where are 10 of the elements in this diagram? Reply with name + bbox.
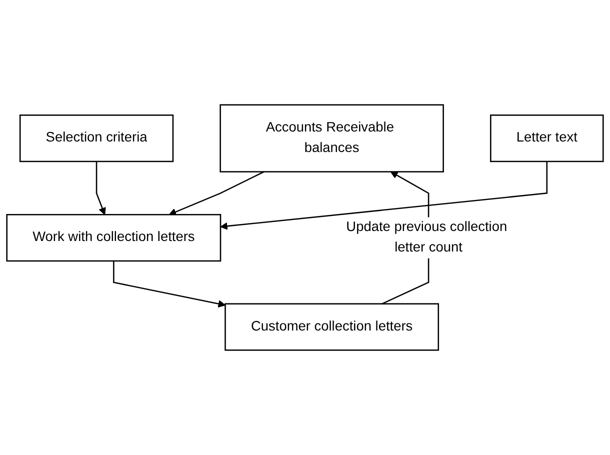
node-box: Accounts Receivable balances	[220, 104, 444, 172]
arrow	[168, 171, 264, 216]
arrow	[96, 161, 106, 215]
node-box: Work with collection letters	[6, 214, 222, 262]
arrow	[220, 161, 548, 230]
node-box: Letter text	[490, 114, 604, 162]
node-box: Customer collection letters	[224, 303, 440, 351]
node-box: Selection criteria	[19, 114, 174, 162]
edge-label: Update previous collection letter count	[346, 220, 508, 255]
arrow	[113, 260, 226, 308]
